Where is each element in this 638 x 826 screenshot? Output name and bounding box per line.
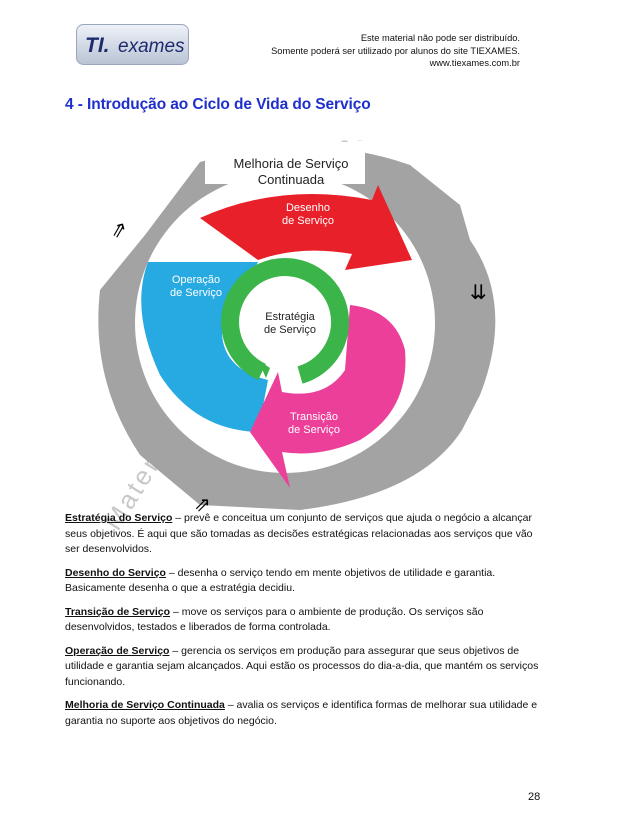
body-text: Estratégia do Serviço – prevê e conceitu… xyxy=(65,511,545,737)
strategy-label-line-1: Estratégia xyxy=(265,311,315,323)
tiexames-logo: TI. exames xyxy=(76,24,189,65)
term-csi: Melhoria de Serviço Continuada xyxy=(65,699,225,711)
operation-label-line-2: de Serviço xyxy=(170,287,222,299)
operation-label-line-1: Operação xyxy=(172,274,220,286)
outer-label-line-1: Melhoria de Serviço xyxy=(234,156,349,171)
strategy-label-line-2: de Serviço xyxy=(264,324,316,336)
section-title: 4 - Introdução ao Ciclo de Vida do Servi… xyxy=(65,96,371,113)
page-number: 28 xyxy=(528,791,541,803)
paragraph-design: Desenho do Serviço – desenha o serviço t… xyxy=(65,566,545,597)
design-label-line-2: de Serviço xyxy=(282,215,334,227)
arrow-icon-top-left: ⇗ xyxy=(107,216,129,244)
outer-label-line-2: Continuada xyxy=(258,172,325,187)
design-label-line-1: Desenho xyxy=(286,202,330,214)
desc-strategy: – prevê e conceitua um conjunto de servi… xyxy=(65,512,533,555)
arrow-icon-right: ⇊ xyxy=(470,280,487,304)
term-operation: Operação de Serviço xyxy=(65,644,170,657)
notice-line-2: Somente poderá ser utilizado por alunos … xyxy=(271,45,520,56)
distribution-notice: Este material não pode ser distribuído. … xyxy=(271,32,520,70)
strategy-ring xyxy=(221,258,350,384)
svg-text:exames: exames xyxy=(118,36,185,57)
arrow-icon-bottom-left: ⇗ xyxy=(194,492,211,516)
operation-segment xyxy=(141,262,268,432)
design-segment xyxy=(200,185,412,270)
term-transition: Transição de Serviço xyxy=(65,605,171,618)
transition-segment xyxy=(250,305,406,488)
notice-line-3: www.tiexames.com.br xyxy=(429,58,520,68)
desc-operation: – gerencia os serviços em produção para … xyxy=(65,644,539,688)
paragraph-transition: Transição de Serviço – move os serviços … xyxy=(65,605,545,636)
paragraph-strategy: Estratégia do Serviço – prevê e conceitu… xyxy=(65,511,545,558)
desc-csi: – avalia os serviços e identifica formas… xyxy=(65,699,538,727)
paragraph-operation: Operação de Serviço – gerencia os serviç… xyxy=(65,644,545,691)
desc-transition: – move os serviços para o ambiente de pr… xyxy=(65,605,484,634)
transition-label-line-1: Transição xyxy=(290,411,338,423)
service-lifecycle-diagram: Material TIEXAMES - Direitos Reservados … xyxy=(98,140,496,532)
transition-label-line-2: de Serviço xyxy=(288,424,340,436)
term-design: Desenho do Serviço xyxy=(65,566,166,579)
svg-text:TI.: TI. xyxy=(85,34,110,57)
desc-design: – desenha o serviço tendo em mente objet… xyxy=(65,566,496,595)
notice-line-1: Este material não pode ser distribuído. xyxy=(360,33,520,43)
paragraph-csi: Melhoria de Serviço Continuada – avalia … xyxy=(65,698,545,729)
term-strategy: Estratégia do Serviço xyxy=(65,512,173,524)
